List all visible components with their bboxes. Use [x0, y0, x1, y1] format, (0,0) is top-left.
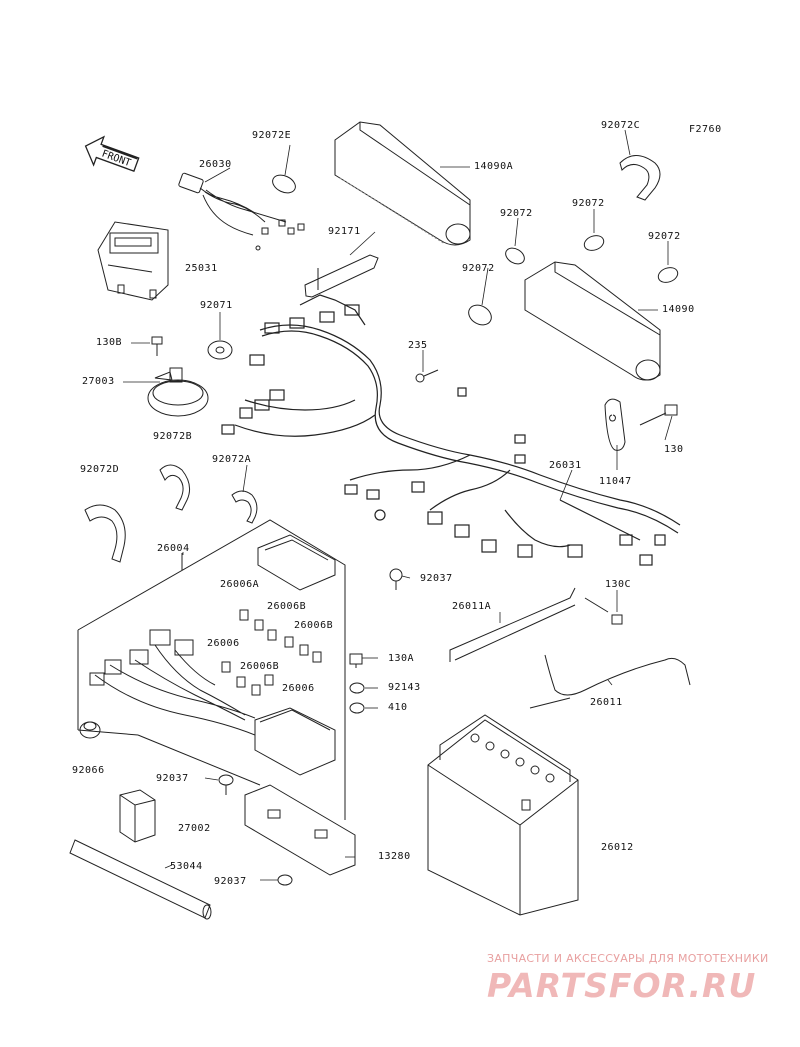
- band-92072-c: [657, 267, 679, 283]
- part-label: 26006: [282, 683, 315, 694]
- band-92072E: [272, 174, 296, 194]
- part-label: 27003: [82, 376, 115, 387]
- part-label: 26012: [601, 842, 634, 853]
- clamp-92037-b: [218, 774, 234, 795]
- watermark-logo: PARTSFOR.RU: [487, 966, 757, 1005]
- front-arrow-icon: FRONT: [84, 135, 140, 172]
- part-label: 11047: [599, 476, 632, 487]
- part-label: 13280: [378, 851, 411, 862]
- clamp-92037-a: [389, 568, 403, 590]
- part-label: 26011: [590, 697, 623, 708]
- part-label: 235: [408, 340, 428, 351]
- part-label: 92066: [72, 765, 105, 776]
- junction-harness: [89, 629, 336, 776]
- bracket-92171: [304, 254, 379, 298]
- band-92072C: [619, 155, 661, 201]
- part-label: 26004: [157, 543, 190, 554]
- fuse-cover-26006A: [257, 534, 336, 591]
- part-label: 130C: [605, 579, 632, 590]
- part-label: 14090: [662, 304, 695, 315]
- part-label: 92072B: [153, 431, 193, 442]
- bolt-130B: [151, 336, 163, 356]
- cable-26011: [529, 654, 691, 709]
- band-92072-b: [583, 235, 605, 251]
- part-label: 26031: [549, 460, 582, 471]
- part-label: 14090A: [474, 161, 514, 172]
- part-label: 92171: [328, 226, 361, 237]
- part-label: 92072D: [80, 464, 120, 475]
- cover-14090: [524, 261, 661, 381]
- part-label: 410: [388, 702, 408, 713]
- part-label: 53044: [170, 861, 203, 872]
- part-label: 92037: [214, 876, 247, 887]
- grommet-92066: [79, 721, 101, 739]
- part-label: 92072: [462, 263, 495, 274]
- part-label: 92071: [200, 300, 233, 311]
- bolt-130A: [349, 653, 363, 668]
- part-label: 92143: [388, 682, 421, 693]
- part-label: 92072: [500, 208, 533, 219]
- washer-92143: [349, 682, 365, 694]
- nut-410: [349, 702, 365, 714]
- bolt-130: [639, 404, 678, 426]
- figure-code: F2760: [689, 124, 722, 135]
- tube-53044: [69, 839, 212, 920]
- part-label: 92072: [572, 198, 605, 209]
- meter-25031: [97, 221, 169, 301]
- part-label: 92072E: [252, 130, 292, 141]
- cable-26011A: [449, 587, 576, 662]
- bracket-11047: [604, 398, 626, 451]
- cover-14090A: [334, 121, 471, 246]
- part-label: 92072: [648, 231, 681, 242]
- part-label: 26006B: [267, 601, 307, 612]
- watermark-tagline: ЗАПЧАСТИ И АКСЕССУАРЫ ДЛЯ МОТОТЕХНИКИ: [487, 952, 769, 965]
- part-label: 92072C: [601, 120, 641, 131]
- junction-box-frame: [77, 519, 346, 820]
- main-harness-26031: [221, 294, 681, 566]
- part-label: 26011A: [452, 601, 492, 612]
- clamp-92037-c: [277, 874, 293, 886]
- fuses: [221, 609, 322, 696]
- band-92072-a: [505, 247, 525, 265]
- part-label: 26006A: [220, 579, 260, 590]
- part-label: 25031: [185, 263, 218, 274]
- horn-27003: [147, 367, 209, 417]
- band-92072D: [84, 504, 126, 563]
- part-label: 27002: [178, 823, 211, 834]
- sub-harness-26030: [178, 172, 305, 251]
- relay-27002: [119, 789, 156, 843]
- part-label: 130A: [388, 653, 415, 664]
- part-label: 92037: [420, 573, 453, 584]
- grommet-92071: [207, 340, 233, 360]
- part-label: 26030: [199, 159, 232, 170]
- leader-lines: [123, 129, 673, 881]
- band-92072-d: [468, 304, 492, 326]
- part-label: 92072A: [212, 454, 252, 465]
- part-label: 26006: [207, 638, 240, 649]
- part-label: 92037: [156, 773, 189, 784]
- part-label: 26006B: [294, 620, 334, 631]
- part-label: 26006B: [240, 661, 280, 672]
- screw-235: [415, 369, 439, 383]
- band-92072A: [231, 490, 258, 524]
- band-92072B: [159, 464, 191, 511]
- battery-26012: [427, 714, 579, 916]
- part-label: 130: [664, 444, 684, 455]
- bolt-130C: [584, 597, 623, 625]
- bracket-13280: [244, 784, 356, 876]
- part-label: 130B: [96, 337, 123, 348]
